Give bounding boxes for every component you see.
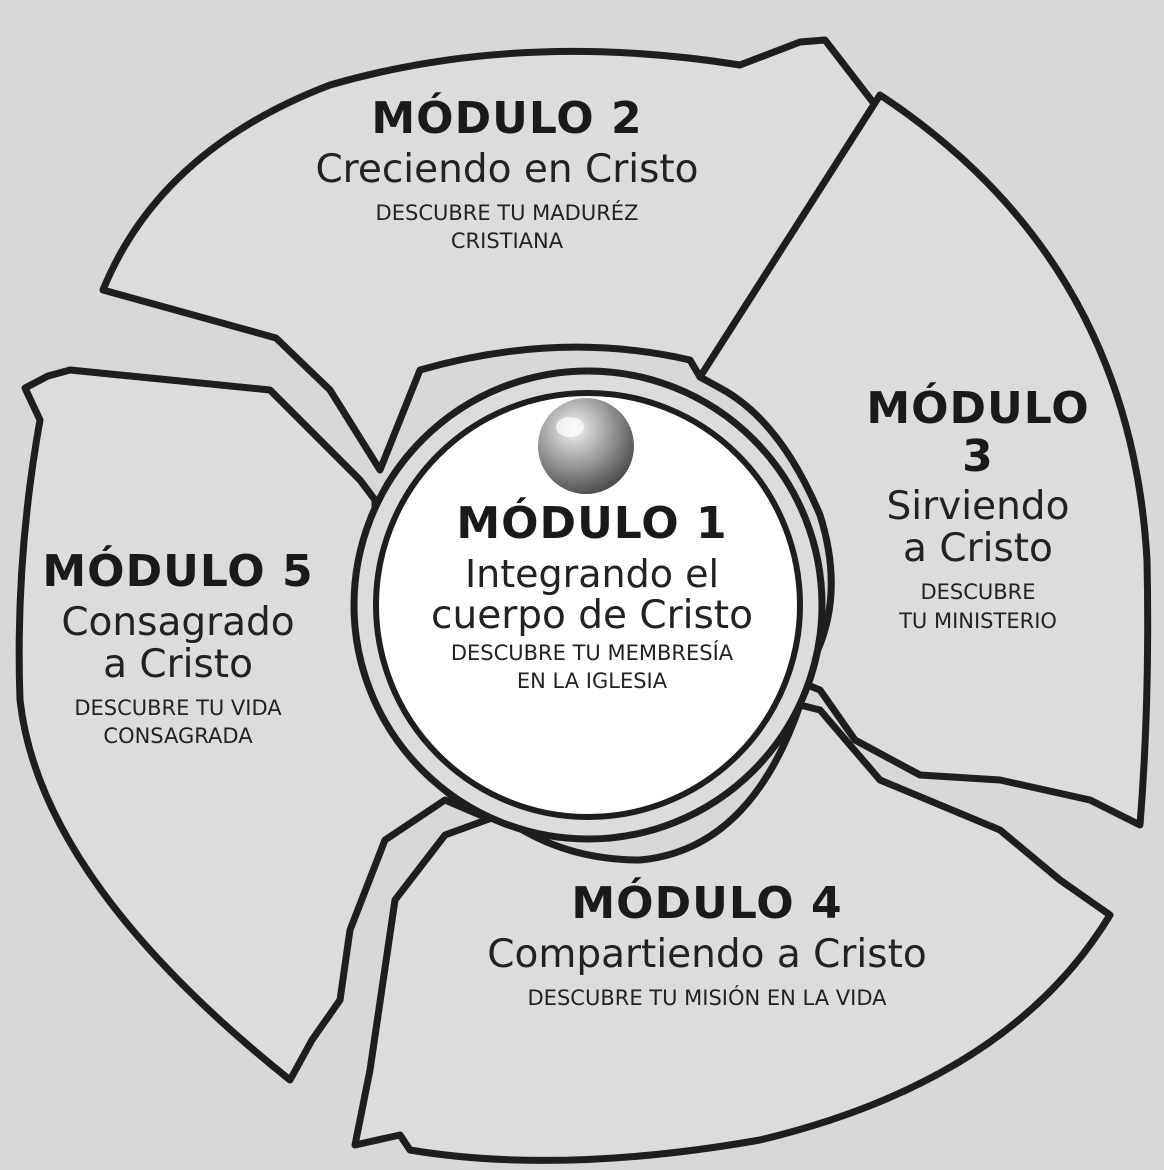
- module-3-label: MÓDULO 3 Sirviendo a Cristo DESCUBRE TU …: [866, 385, 1089, 635]
- module-3-subtitle-line1: Sirviendo: [886, 484, 1070, 530]
- module-1-title: MÓDULO 1: [456, 498, 728, 549]
- module-5-desc-line2: CONSAGRADA: [103, 724, 253, 749]
- module-2-subtitle: Creciendo en Cristo: [315, 146, 699, 192]
- module-1-desc-line1: DESCUBRE TU MEMBRESÍA: [450, 640, 734, 665]
- module-3-desc-line2: TU MINISTERIO: [899, 608, 1057, 633]
- module-2-title: MÓDULO 2: [371, 93, 643, 144]
- module-2-desc-line2: CRISTIANA: [450, 228, 564, 253]
- module-3-subtitle-line2: a Cristo: [903, 526, 1053, 572]
- module-3-desc-line1: DESCUBRE: [920, 580, 1036, 605]
- module-1-subtitle-line1: Integrando el: [464, 551, 720, 596]
- module-4-desc: DESCUBRE TU MISIÓN EN LA VIDA: [527, 985, 887, 1010]
- module-4-title: MÓDULO 4: [571, 878, 843, 929]
- hub-disc: [373, 390, 803, 820]
- segment-module-3: [696, 91, 1152, 829]
- module-1-desc-line2: EN LA IGLESIA: [516, 669, 668, 693]
- module-2-desc-line1: DESCUBRE TU MADURÉZ: [375, 200, 639, 225]
- segment-module-2: [99, 36, 906, 474]
- module-5-label: MÓDULO 5 Consagrado a Cristo DESCUBRE TU…: [42, 548, 313, 750]
- module-5-title: MÓDULO 5: [42, 546, 314, 597]
- module-1-label: MÓDULO 1 Integrando el cuerpo de Cristo …: [431, 500, 753, 695]
- module-1-subtitle-line2: cuerpo de Cristo: [431, 592, 753, 638]
- module-2-label: MÓDULO 2 Creciendo en Cristo DESCUBRE TU…: [315, 95, 698, 255]
- module-5-subtitle-line1: Consagrado: [61, 599, 295, 645]
- module-5-subtitle-line2: a Cristo: [103, 641, 253, 687]
- module-3-title: MÓDULO 3: [866, 383, 1090, 482]
- module-4-subtitle: Compartiendo a Cristo: [487, 931, 927, 977]
- module-5-desc-line1: DESCUBRE TU VIDA: [74, 695, 282, 720]
- module-4-label: MÓDULO 4 Compartiendo a Cristo DESCUBRE …: [487, 880, 927, 1012]
- segment-module-4: [351, 701, 1114, 1164]
- sphere-icon: [538, 398, 634, 494]
